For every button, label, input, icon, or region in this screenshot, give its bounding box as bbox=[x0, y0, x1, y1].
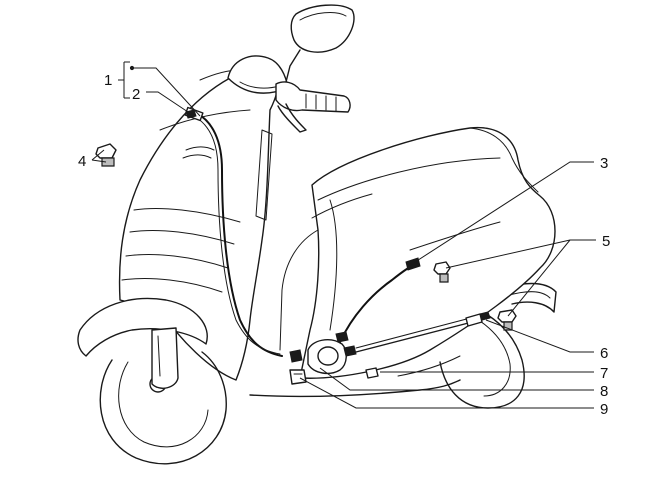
callout-7: 7 bbox=[600, 365, 608, 382]
part-7-screw bbox=[365, 367, 379, 379]
front-mudguard bbox=[77, 297, 208, 389]
floorboard bbox=[249, 229, 461, 398]
callout-9: 9 bbox=[600, 401, 608, 418]
callout-6: 6 bbox=[600, 345, 608, 362]
callout-3: 3 bbox=[600, 155, 608, 172]
handlebar bbox=[275, 81, 351, 133]
leader-lines bbox=[91, 61, 596, 409]
cable-splitter bbox=[289, 331, 357, 375]
callout-5: 5 bbox=[602, 233, 610, 250]
part-5-nut-lower bbox=[497, 309, 517, 331]
mirror bbox=[285, 4, 355, 83]
callout-1: 1 bbox=[104, 72, 112, 89]
callout-labels: 1 2 3 4 5 6 7 8 9 bbox=[78, 72, 610, 418]
part-4-nuts bbox=[95, 143, 117, 167]
part-9-clip bbox=[289, 369, 307, 385]
callout-2: 2 bbox=[132, 86, 140, 103]
callout-4: 4 bbox=[78, 153, 86, 170]
callout-8: 8 bbox=[600, 383, 608, 400]
part-5-nut-upper bbox=[433, 261, 451, 283]
handlebar-cover bbox=[227, 55, 289, 94]
part-1-2-fitting bbox=[185, 109, 197, 119]
